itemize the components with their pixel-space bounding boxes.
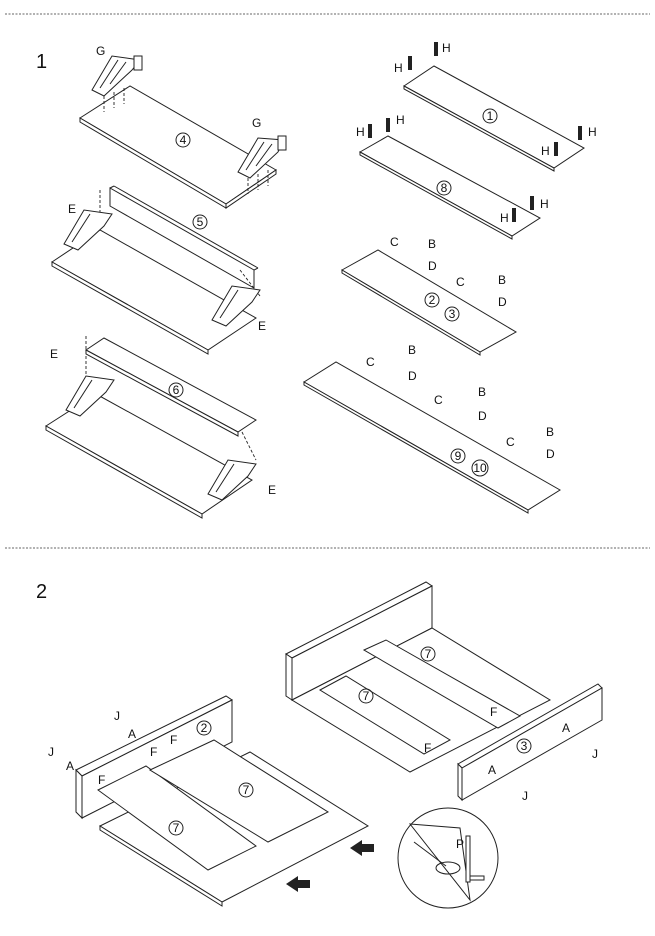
svg-text:6: 6 — [173, 383, 180, 397]
step-2-number: 2 — [36, 581, 47, 603]
svg-text:A: A — [562, 721, 570, 735]
svg-text:D: D — [478, 409, 487, 423]
rail-right-front — [318, 675, 452, 755]
svg-text:7: 7 — [363, 689, 370, 703]
panel-6-assembly: 6 E E — [45, 336, 276, 519]
panel-9-10 — [303, 361, 561, 511]
svg-text:J: J — [522, 789, 528, 803]
svg-text:J: J — [48, 745, 54, 759]
svg-text:D: D — [498, 295, 507, 309]
svg-text:3: 3 — [521, 739, 528, 753]
right-frame-assembly: 7 7 3 A J A J F F — [285, 581, 603, 803]
svg-text:2: 2 — [429, 293, 436, 307]
left-frame-assembly: 2 7 7 J A J A F F F — [48, 695, 374, 907]
label-g-left: G — [96, 44, 105, 58]
bracket-right — [207, 459, 257, 501]
svg-text:1: 1 — [487, 109, 494, 123]
front-panel-3 — [461, 687, 603, 801]
svg-text:7: 7 — [243, 783, 250, 797]
allen-key-icon — [465, 835, 471, 883]
svg-text:2: 2 — [201, 721, 208, 735]
label-e-left: E — [50, 347, 58, 361]
svg-text:H: H — [588, 125, 597, 139]
label-e-left: E — [68, 202, 76, 216]
bracket-right — [237, 135, 287, 179]
part-badge-6 — [168, 382, 184, 398]
rail-right-back — [362, 639, 522, 729]
svg-text:B: B — [546, 425, 554, 439]
svg-text:A: A — [66, 759, 74, 773]
panel-8-assembly: 8 H H H H — [356, 113, 549, 240]
svg-text:H: H — [540, 197, 549, 211]
svg-text:F: F — [170, 733, 177, 747]
svg-text:B: B — [478, 385, 486, 399]
svg-text:8: 8 — [441, 181, 448, 195]
panel-9-10-assembly: 9 10 C B D C B D C B D — [303, 343, 561, 514]
svg-text:C: C — [434, 393, 443, 407]
part-badge-5 — [192, 214, 208, 230]
svg-text:B: B — [498, 273, 506, 287]
svg-text:D: D — [546, 447, 555, 461]
svg-text:H: H — [394, 61, 403, 75]
svg-text:J: J — [114, 709, 120, 723]
svg-text:4: 4 — [180, 133, 187, 147]
svg-text:3: 3 — [449, 307, 456, 321]
svg-text:B: B — [408, 343, 416, 357]
detail-inset: P — [397, 807, 499, 909]
bracket-left — [65, 375, 115, 417]
svg-text:9: 9 — [455, 449, 462, 463]
svg-text:H: H — [500, 211, 509, 225]
panel-4-assembly: 4 G G — [79, 44, 287, 209]
svg-text:B: B — [428, 237, 436, 251]
svg-text:F: F — [490, 705, 497, 719]
svg-text:5: 5 — [197, 215, 204, 229]
panel-5-assembly: 5 E E — [51, 185, 266, 355]
svg-text:A: A — [128, 727, 136, 741]
svg-text:D: D — [408, 369, 417, 383]
svg-text:F: F — [150, 745, 157, 759]
svg-text:F: F — [98, 773, 105, 787]
svg-text:7: 7 — [425, 647, 432, 661]
panel-1-assembly: 1 H H H H — [394, 41, 597, 172]
svg-text:J: J — [592, 747, 598, 761]
label-e-right: E — [268, 483, 276, 497]
svg-text:P: P — [456, 837, 464, 851]
svg-text:C: C — [390, 235, 399, 249]
label-g-right: G — [252, 116, 261, 130]
panel-2-3-assembly: 2 3 C B D C B D — [340, 235, 518, 356]
bracket-right — [211, 285, 261, 327]
push-arrow-icon — [286, 876, 310, 892]
svg-text:D: D — [428, 259, 437, 273]
push-arrow-icon — [350, 840, 374, 856]
svg-text:C: C — [366, 355, 375, 369]
bracket-left — [91, 55, 143, 97]
svg-text:7: 7 — [173, 821, 180, 835]
step-1-number: 1 — [36, 51, 47, 73]
svg-text:H: H — [396, 113, 405, 127]
svg-text:H: H — [356, 125, 365, 139]
svg-text:C: C — [506, 435, 515, 449]
svg-text:H: H — [442, 41, 451, 55]
svg-text:A: A — [488, 763, 496, 777]
svg-text:10: 10 — [473, 461, 487, 475]
svg-text:H: H — [541, 144, 550, 158]
bracket-left — [63, 209, 113, 251]
rail-left-front — [97, 765, 257, 871]
part-badge-4 — [175, 132, 191, 148]
detail-circle — [397, 807, 499, 909]
label-e-right: E — [258, 319, 266, 333]
svg-text:F: F — [424, 741, 431, 755]
svg-text:C: C — [456, 275, 465, 289]
